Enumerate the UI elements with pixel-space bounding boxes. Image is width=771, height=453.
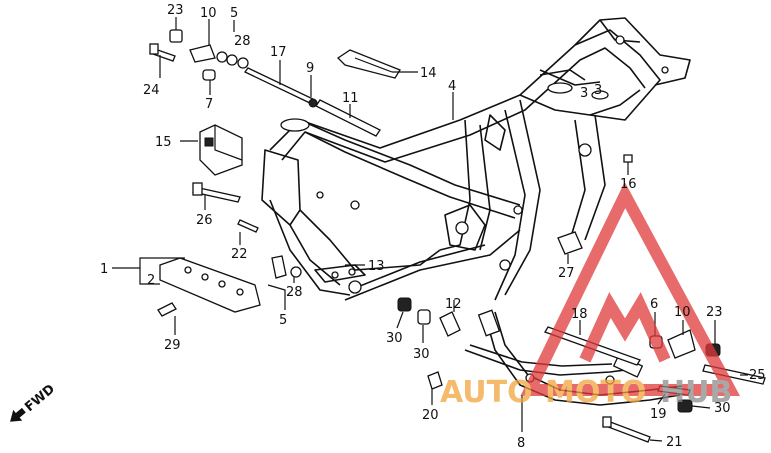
callout-28: 28 <box>286 285 303 300</box>
callout-19: 19 <box>650 407 667 422</box>
main-frame <box>261 17 691 301</box>
callout-30: 30 <box>386 331 403 346</box>
callout-3: 3 <box>580 86 588 101</box>
callout-9: 9 <box>306 61 314 76</box>
watermark-logo: AUTO MOTO HUB <box>440 181 741 410</box>
callout-6: 6 <box>650 297 658 312</box>
callout-30: 30 <box>413 347 430 362</box>
callout-25: 25 <box>749 368 766 383</box>
callout-15: 15 <box>155 135 172 150</box>
callout-5: 5 <box>279 313 287 328</box>
callout-29: 29 <box>164 338 181 353</box>
callout-23: 23 <box>167 3 184 18</box>
callout-14: 14 <box>420 66 437 81</box>
callout-12: 12 <box>445 297 462 312</box>
callout-28: 28 <box>234 34 251 49</box>
callout-13: 13 <box>368 259 385 274</box>
callout-22: 22 <box>231 247 248 262</box>
callout-3: 3 <box>594 83 602 98</box>
callout-11: 11 <box>342 91 359 106</box>
callout-numbers: 23 10 5 28 24 7 17 9 14 4 3 3 11 15 16 2… <box>100 3 766 451</box>
callout-20: 20 <box>422 408 439 423</box>
fwd-label: FWD <box>22 382 58 415</box>
callout-17: 17 <box>270 45 287 60</box>
leader-lines <box>112 17 748 442</box>
watermark-auto: AUTO <box>440 375 533 410</box>
callout-24: 24 <box>143 83 160 98</box>
callout-4: 4 <box>448 79 456 94</box>
callout-7: 7 <box>205 97 213 112</box>
fwd-indicator: FWD <box>10 382 58 422</box>
watermark-hub: HUB <box>660 375 732 410</box>
watermark-moto: MOTO <box>545 375 646 410</box>
callout-10: 10 <box>674 305 691 320</box>
callout-1: 1 <box>100 262 108 277</box>
callout-5: 5 <box>230 6 238 21</box>
callout-30: 30 <box>714 401 731 416</box>
callout-18: 18 <box>571 307 588 322</box>
fwd-arrow-icon <box>10 407 26 422</box>
callout-21: 21 <box>666 435 683 450</box>
callout-16: 16 <box>620 177 637 192</box>
callout-8: 8 <box>517 436 525 451</box>
lower-cradle-part <box>464 309 683 406</box>
callout-27: 27 <box>558 266 575 281</box>
callout-26: 26 <box>196 213 213 228</box>
callout-23: 23 <box>706 305 723 320</box>
callout-2: 2 <box>147 273 155 288</box>
callout-10: 10 <box>200 6 217 21</box>
